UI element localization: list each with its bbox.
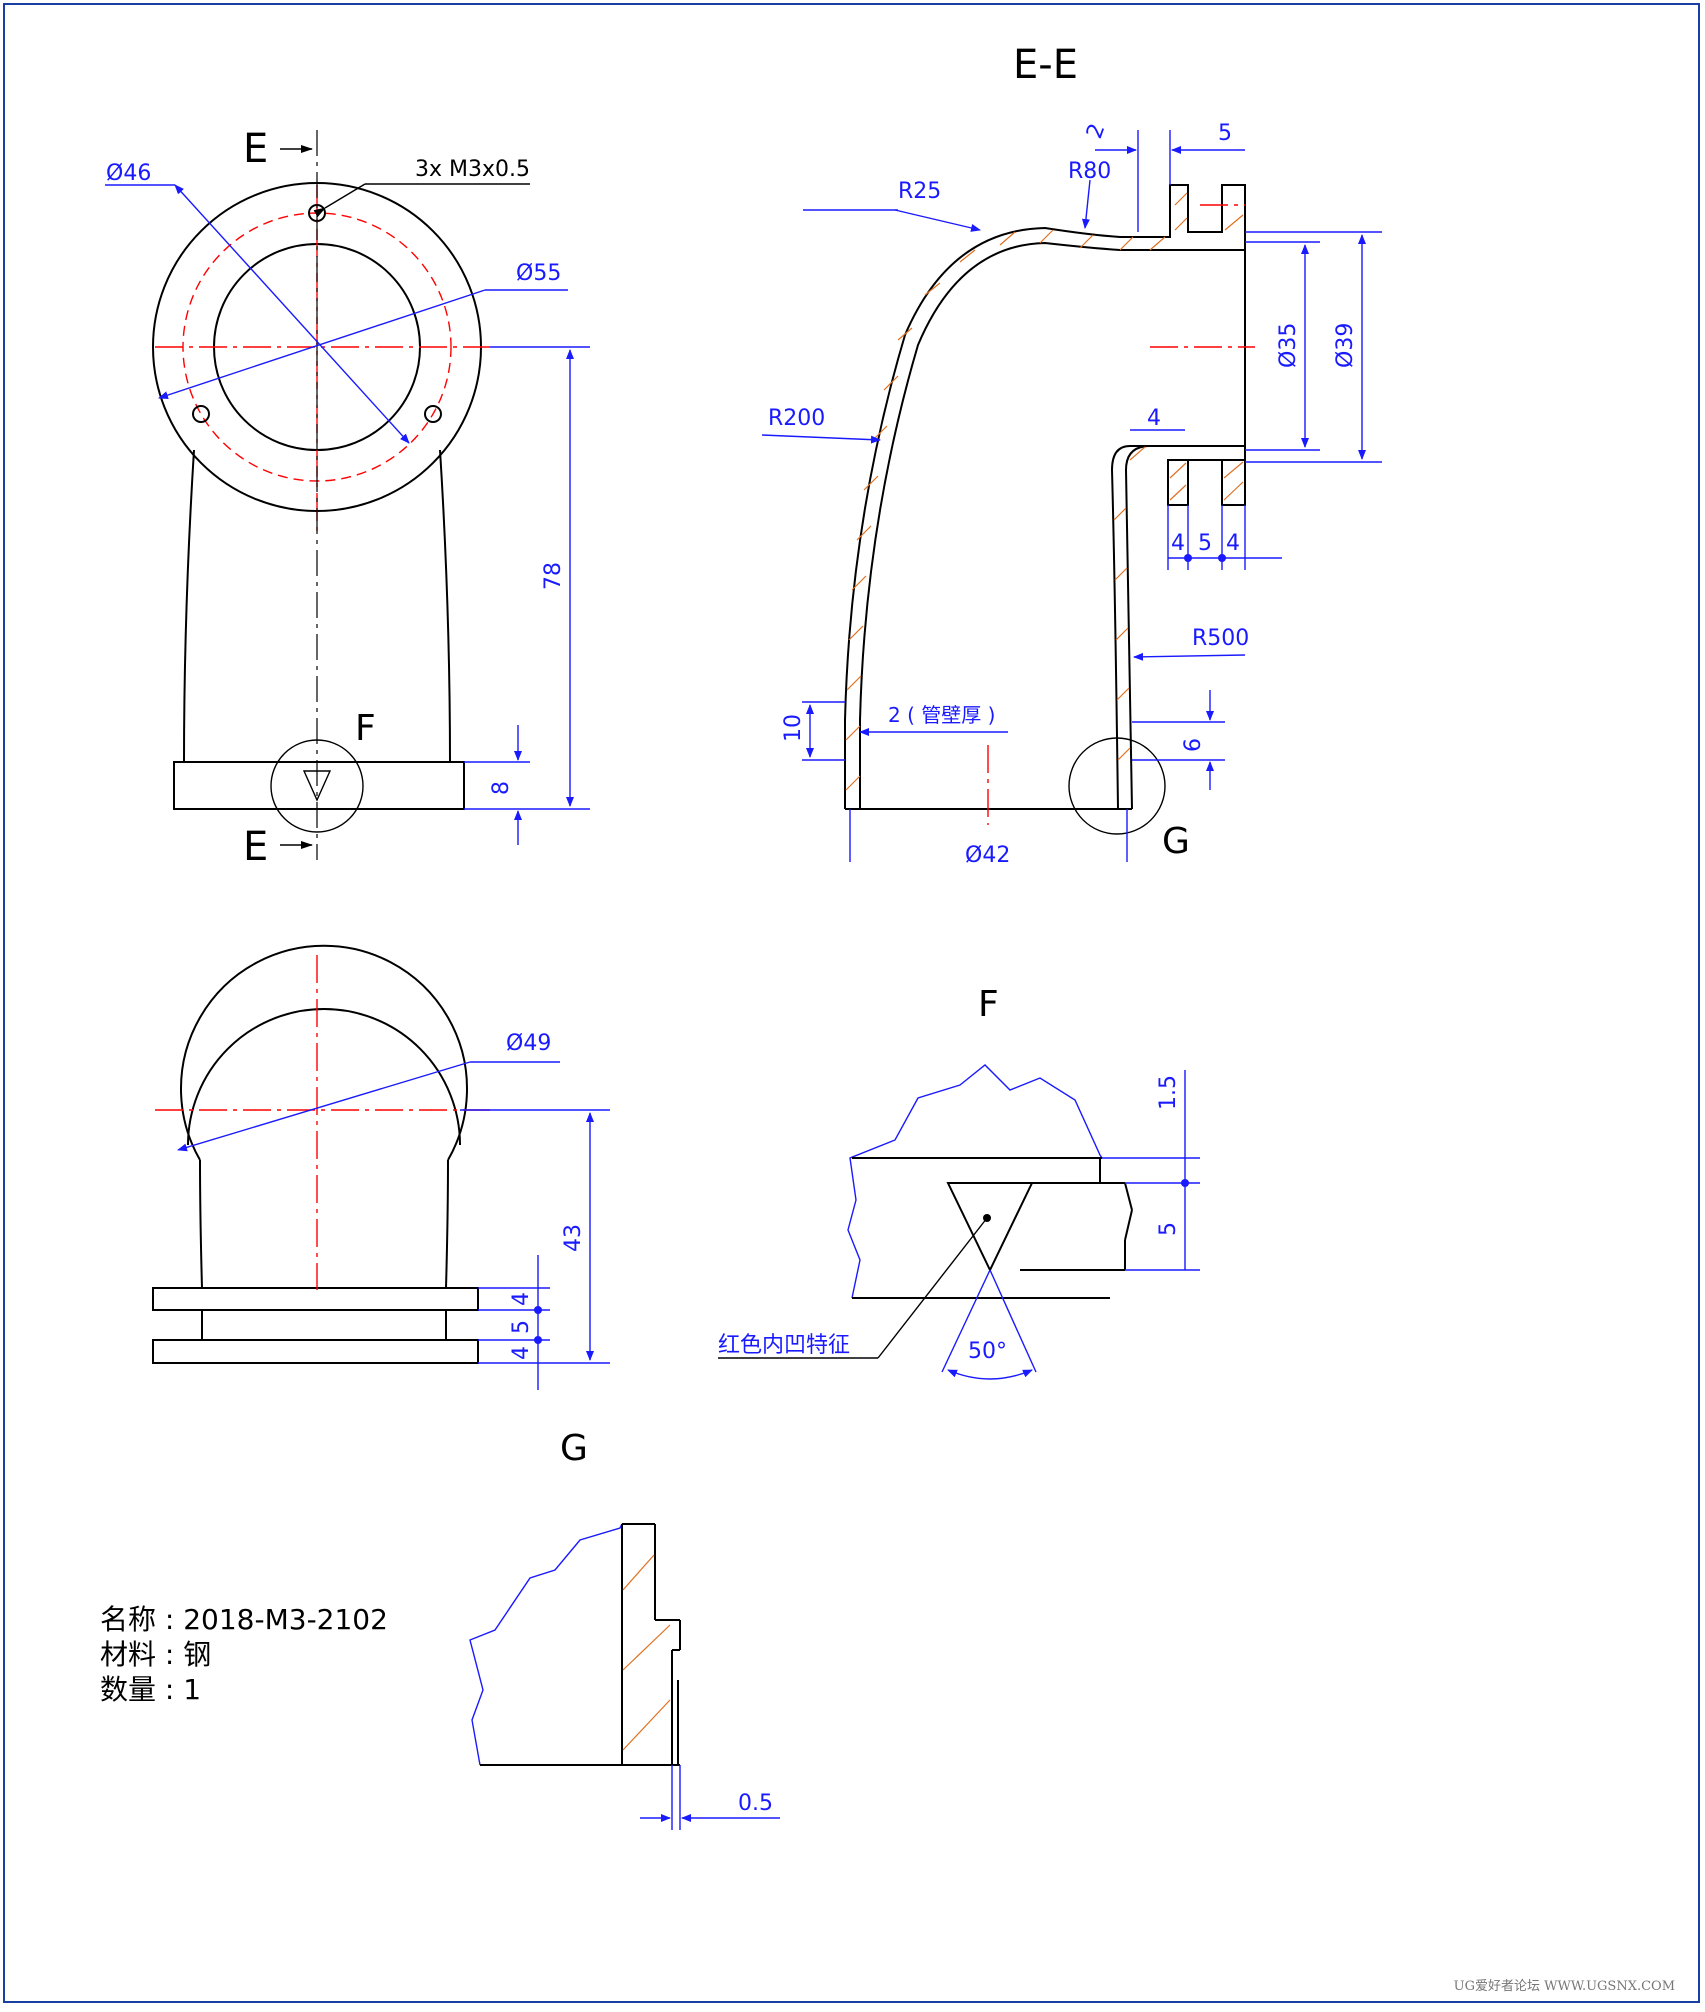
stack-dot-2 <box>534 1336 542 1344</box>
inner-profile <box>859 241 1245 809</box>
dim-d39: Ø39 <box>1333 323 1358 368</box>
part-material: 材料 : 钢 <box>100 1638 212 1671</box>
side-flange-top <box>152 1287 479 1311</box>
side-outer-arc <box>180 944 468 1161</box>
angle-ray-left <box>941 1269 991 1373</box>
stem-left <box>183 449 195 763</box>
dim-6: 6 <box>1181 738 1206 752</box>
dim-flange-4b: 4 <box>1226 531 1240 556</box>
dim-10: 10 <box>781 714 806 742</box>
side-stem-right <box>445 1159 449 1289</box>
lower-inner <box>1110 445 1245 810</box>
side-inner-arc <box>187 1008 461 1146</box>
dim-r200: R200 <box>768 406 825 431</box>
r80-leader <box>1081 179 1091 229</box>
dim-8: 8 <box>489 781 514 795</box>
part-name: 名称 : 2018-M3-2102 <box>100 1603 388 1636</box>
stack-dot-1 <box>534 1306 542 1314</box>
dim-flange-5: 5 <box>1198 531 1212 556</box>
base-plate <box>173 761 465 810</box>
section-mark-bottom: E <box>243 824 268 870</box>
r25-leader <box>894 209 981 232</box>
side-flange-bottom <box>152 1339 479 1364</box>
dim-d55: Ø55 <box>516 261 561 286</box>
part-quantity: 数量 : 1 <box>100 1673 202 1706</box>
angle-arc <box>947 1369 1033 1380</box>
d55-line <box>158 289 486 399</box>
thread-leader <box>313 183 366 218</box>
dim-4: 4 <box>1147 406 1161 431</box>
detail-g-title: G <box>560 1428 588 1469</box>
dim-r500: R500 <box>1192 626 1249 651</box>
flange-dot-1 <box>1184 554 1192 562</box>
r200-leader <box>761 434 881 444</box>
f-break-right-1 <box>1124 1182 1133 1211</box>
d46-line <box>174 184 410 444</box>
dim-d49: Ø49 <box>506 1031 551 1056</box>
dim-flange-4a: 4 <box>1171 531 1185 556</box>
detail-g-view: G 0.5 <box>469 1428 780 1830</box>
feature-leader <box>877 1217 988 1359</box>
dim-f15: 1.5 <box>1156 1075 1181 1110</box>
title-block: 名称 : 2018-M3-2102 材料 : 钢 数量 : 1 <box>100 1602 388 1707</box>
dim-thread: 3x M3x0.5 <box>415 157 530 182</box>
detail-f-view: F 50° 红色内凹特征 1.5 5 <box>718 984 1200 1380</box>
dim-5-top: 5 <box>1218 121 1232 146</box>
dim-s5: 5 <box>509 1320 534 1334</box>
sheet-border <box>3 3 1700 2003</box>
r500-leader <box>1133 652 1246 661</box>
dim-43: 43 <box>561 1224 586 1252</box>
v-groove <box>946 1182 1034 1273</box>
feature-label: 红色内凹特征 <box>718 1333 850 1358</box>
side-view: Ø49 43 4 5 4 <box>152 944 610 1390</box>
dim-s4b: 4 <box>509 1346 534 1360</box>
break-line-f <box>847 1064 1103 1299</box>
detail-g-label: G <box>1162 821 1190 862</box>
dim-r25: R25 <box>898 179 941 204</box>
dim-s4a: 4 <box>509 1292 534 1306</box>
dim-angle: 50° <box>968 1339 1007 1364</box>
dim-d42: Ø42 <box>965 843 1010 868</box>
dim-d35: Ø35 <box>1276 323 1301 368</box>
dim-f5: 5 <box>1156 1222 1181 1236</box>
angle-ray-right <box>989 1269 1037 1373</box>
f-dot <box>1181 1179 1189 1187</box>
g-hatching <box>622 1554 671 1751</box>
dim-wall: 2 ( 管壁厚 ) <box>888 703 995 727</box>
section-ee-view: E-E <box>761 42 1382 868</box>
groove-symbol <box>302 770 332 802</box>
detail-g-circle <box>1068 737 1166 835</box>
dim-78: 78 <box>541 562 566 590</box>
break-line-g <box>469 1523 623 1766</box>
flange-dot-2 <box>1218 554 1226 562</box>
dim-g05: 0.5 <box>738 1791 773 1816</box>
dim-r80: R80 <box>1068 159 1111 184</box>
section-mark-top: E <box>243 126 268 172</box>
d49-line <box>177 1061 471 1152</box>
lower-flange <box>1167 459 1246 506</box>
lower-outer <box>1124 445 1151 810</box>
side-stem-left <box>199 1159 203 1289</box>
front-view: E E F Ø46 3x M3x0.5 Ø55 78 8 <box>105 126 590 870</box>
section-ee-title: E-E <box>1013 42 1078 88</box>
outer-profile <box>844 184 1246 809</box>
thread-hole-right <box>424 405 442 423</box>
detail-f-label: F <box>355 708 376 749</box>
f-break-right-2 <box>1124 1209 1133 1241</box>
detail-f-title: F <box>978 984 999 1025</box>
wall-hatching <box>845 192 1244 791</box>
dim-d46: Ø46 <box>106 161 151 186</box>
detail-f-circle <box>270 739 364 833</box>
watermark: UG爱好者论坛 WWW.UGSNX.COM <box>1453 1979 1675 1994</box>
stem-right <box>439 449 451 763</box>
